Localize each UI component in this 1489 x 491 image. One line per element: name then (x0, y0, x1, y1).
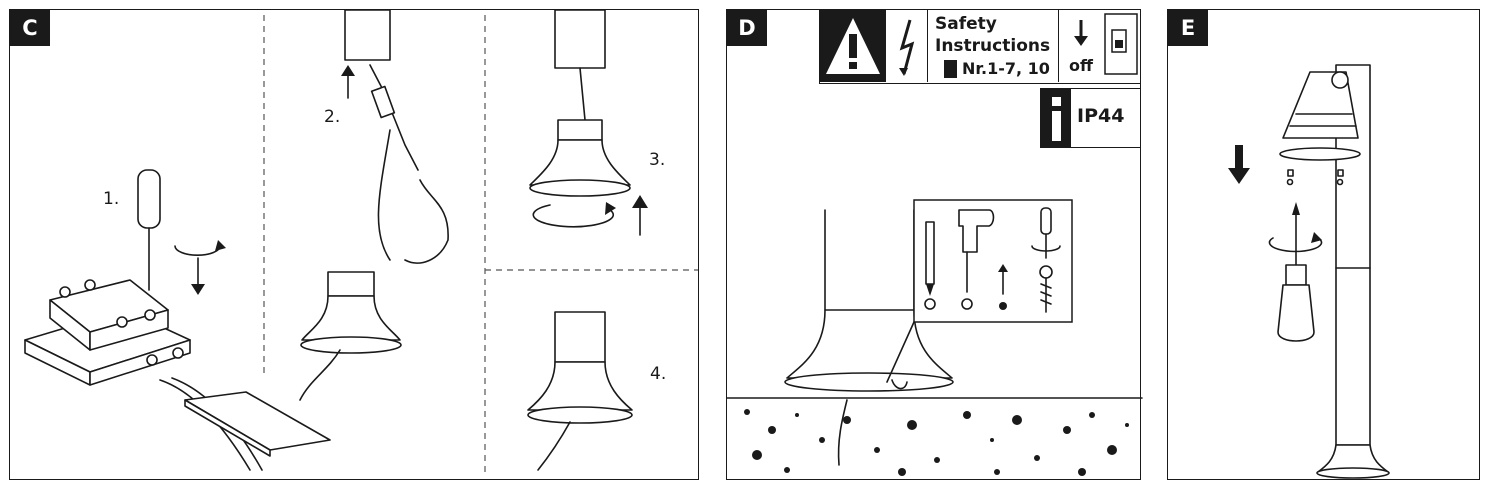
wall-plug-icon (998, 264, 1008, 310)
step-4-label: 4. (650, 364, 667, 384)
step-1-label: 1. (103, 189, 120, 209)
screwdriver-icon (1031, 207, 1061, 259)
panel-c-badge: C (10, 10, 50, 46)
screwdriver-icon (1268, 202, 1323, 342)
finished-fitting-illustration (527, 311, 633, 471)
arrow-down-icon (1074, 20, 1088, 46)
screws (1286, 169, 1344, 186)
step-3-label: 3. (649, 150, 666, 170)
ground-concrete (726, 397, 1143, 476)
arrow-down-icon (1228, 145, 1250, 184)
protection-rating: IP44 (1077, 105, 1125, 127)
panel-c-drawing (24, 9, 698, 475)
drill-icon (958, 209, 995, 310)
safety-title-line1: Safety (935, 14, 997, 34)
panel-e-badge: E (1168, 10, 1208, 46)
lamp-head (1279, 71, 1361, 161)
lightning-icon (886, 10, 928, 82)
info-icon (1041, 89, 1071, 147)
fitting-rotate-illustration (529, 9, 648, 236)
ip-rating-box: IP44 (1040, 88, 1141, 148)
safety-strip: Safety Instructions Nr.1-7, 10 off (819, 10, 1141, 84)
circuit-breaker-icon (1104, 13, 1138, 75)
power-state: off (1069, 56, 1093, 75)
panel-d-drawing (726, 199, 1143, 476)
safety-ref: Nr.1-7, 10 (962, 59, 1050, 78)
warning-triangle-icon (820, 10, 886, 82)
panel-e: E (1167, 9, 1480, 480)
power-off-box: off (1058, 10, 1142, 82)
tools-inset (886, 199, 1073, 383)
panel-d: D Safety Instructions Nr.1-7, 10 (726, 9, 1143, 480)
panel-c: C 1. 2. 3. 4. (9, 9, 699, 480)
document-icon (944, 60, 957, 78)
panel-d-badge: D (727, 10, 767, 46)
pencil-icon (924, 221, 936, 310)
step-2-label: 2. (324, 107, 341, 127)
safety-title-line2: Instructions (935, 36, 1051, 56)
screw-icon (1039, 265, 1053, 313)
terminal-block-illustration (24, 169, 331, 471)
wire-connector-illustration (299, 9, 449, 401)
panel-e-drawing (1228, 64, 1390, 479)
